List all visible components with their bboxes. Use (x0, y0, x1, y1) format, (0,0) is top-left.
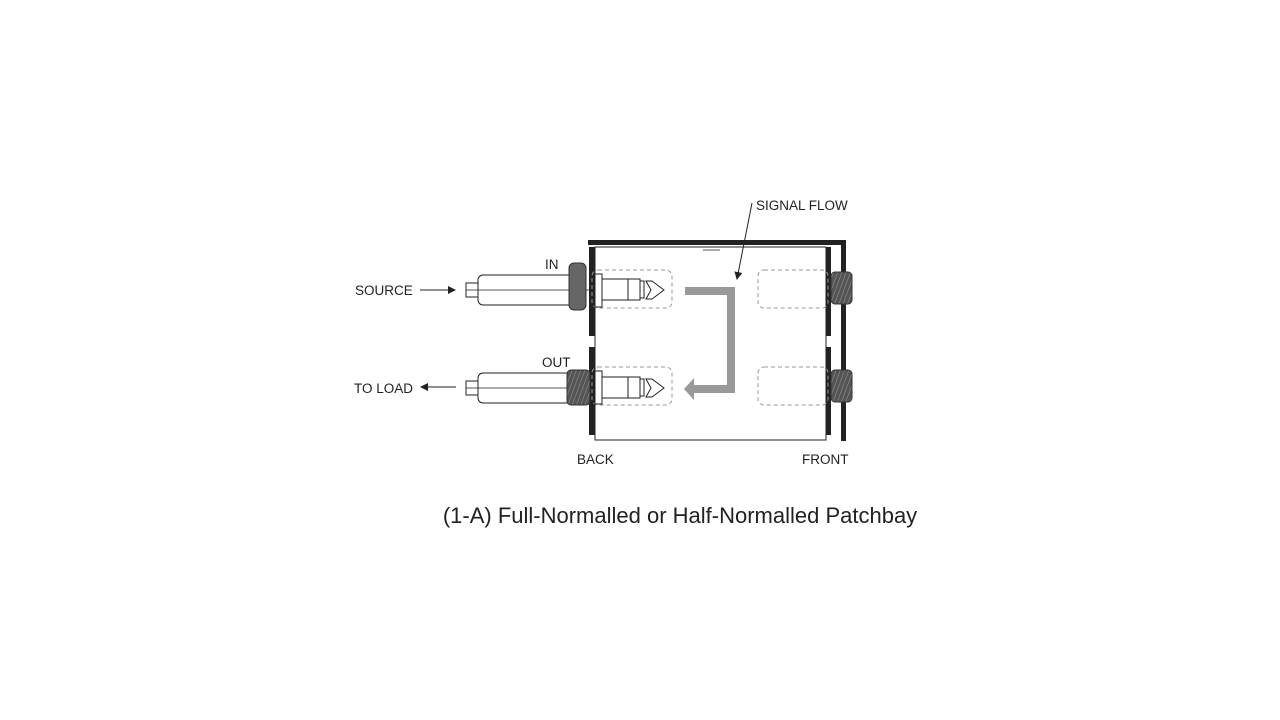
back-label: BACK (577, 452, 614, 467)
front-panel (826, 247, 831, 435)
back-jack-out (591, 366, 673, 406)
front-jack-top (757, 269, 853, 309)
signal-flow-leader-arrow (734, 202, 753, 280)
to-load-label: TO LOAD (354, 381, 413, 396)
source-plug (465, 262, 600, 311)
load-plug (465, 369, 600, 406)
signal-flow-label: SIGNAL FLOW (756, 198, 848, 213)
signal-flow-arrow (684, 287, 735, 400)
front-label: FRONT (802, 452, 849, 467)
front-jack-bottom (757, 366, 853, 406)
in-label: IN (545, 257, 559, 272)
figure-caption: (1-A) Full-Normalled or Half-Normalled P… (443, 503, 917, 528)
back-jack-in (591, 269, 673, 309)
back-panel (589, 247, 595, 435)
out-label: OUT (542, 355, 571, 370)
source-label: SOURCE (355, 283, 413, 298)
